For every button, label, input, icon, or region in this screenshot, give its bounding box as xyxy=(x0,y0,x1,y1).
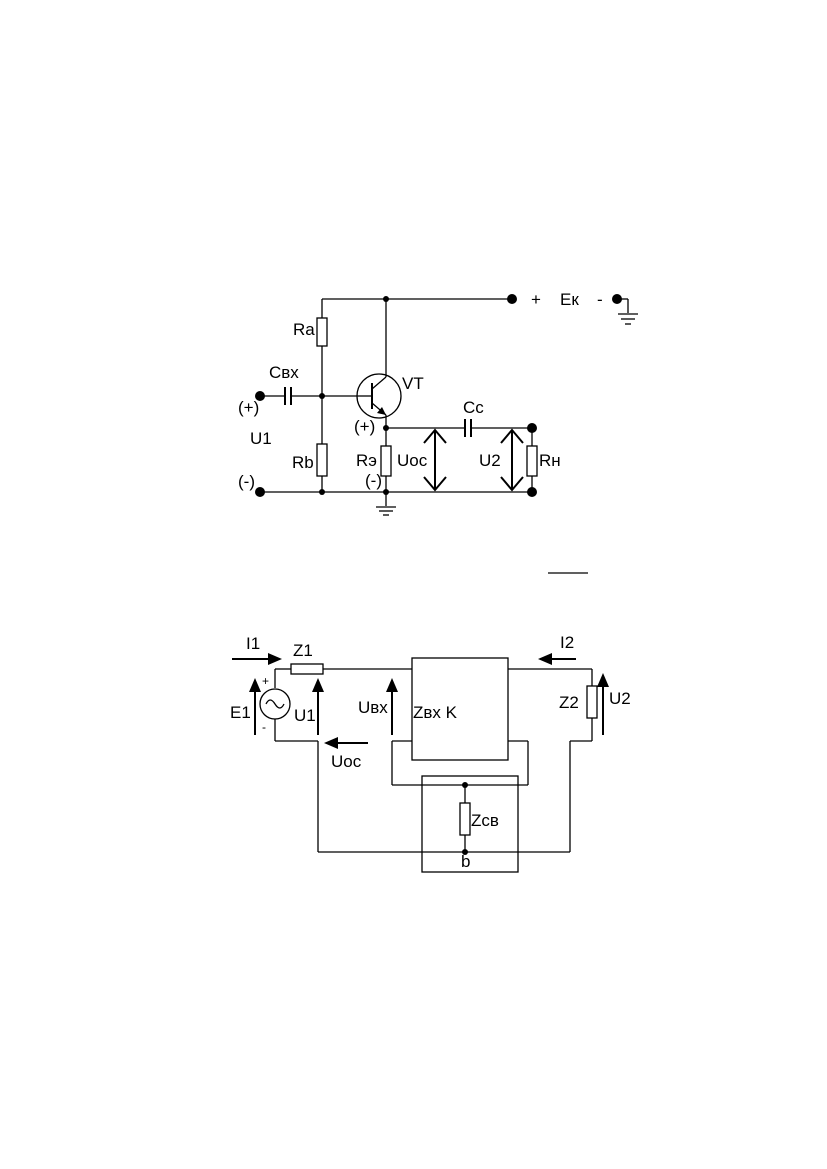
u-fb-label: Uoc xyxy=(397,451,428,470)
impedance-z1 xyxy=(290,663,324,675)
e1-arrow xyxy=(249,678,261,735)
u1-label: U1 xyxy=(294,706,316,725)
junction-dot xyxy=(383,489,389,495)
u-in-label: Uвх xyxy=(358,698,388,717)
vt-label: VT xyxy=(402,374,424,393)
resistor-rb xyxy=(316,443,328,477)
src-minus-label: - xyxy=(262,720,266,734)
supply-terminal-plus xyxy=(507,294,517,304)
transistor-vt-icon xyxy=(356,299,402,428)
z-fb-label: Zсв xyxy=(471,811,499,830)
rb-label: Rb xyxy=(292,453,314,472)
node-b-label: b xyxy=(461,852,470,871)
e1-label: E1 xyxy=(230,703,251,722)
emit-plus-label: (+) xyxy=(354,417,375,436)
in-minus-label: (-) xyxy=(238,472,255,491)
i1-label: I1 xyxy=(246,634,260,653)
u2-arrow xyxy=(597,673,609,735)
resistor-rload xyxy=(526,445,538,477)
amplifier-block xyxy=(411,657,509,761)
u-fb-double-arrow xyxy=(423,428,447,492)
i2-arrow xyxy=(538,653,576,665)
impedance-zfb xyxy=(459,802,471,836)
junction-dot xyxy=(319,393,325,399)
feedback-block-diagram: I1 Z1 + - E1 U1 Uвх xyxy=(230,633,631,873)
u1-label: U1 xyxy=(250,429,272,448)
z2-label: Z2 xyxy=(559,693,579,712)
re-label: Rэ xyxy=(356,451,377,470)
emit-minus-label: (-) xyxy=(365,471,382,490)
in-plus-label: (+) xyxy=(238,398,259,417)
u2-label: U2 xyxy=(609,689,631,708)
u1-arrow xyxy=(312,678,324,735)
u-in-arrow xyxy=(386,678,398,735)
z1-label: Z1 xyxy=(293,641,313,660)
u-fb-arrow xyxy=(324,737,368,749)
cc-label: Cc xyxy=(463,398,484,417)
i1-arrow xyxy=(232,653,282,665)
supply-minus-label: - xyxy=(597,290,603,309)
src-plus-label: + xyxy=(262,674,269,688)
block-label: Zвх K xyxy=(413,703,458,722)
resistor-re xyxy=(380,445,392,477)
u-fb-label: Uoc xyxy=(331,752,362,771)
output-terminal-minus xyxy=(527,487,537,497)
impedance-z2 xyxy=(586,685,598,719)
u2-double-arrow xyxy=(500,428,524,492)
resistor-ra xyxy=(316,317,328,347)
feedback-network-box xyxy=(421,775,519,873)
supply-plus-label: + xyxy=(531,290,541,309)
ground-icon xyxy=(618,313,638,325)
ground-icon xyxy=(376,506,396,516)
emitter-follower-circuit: + Eк - Ra Rb Cвх (+) U1 (-) xyxy=(238,290,638,516)
ac-source-icon xyxy=(259,688,291,720)
junction-dot xyxy=(319,489,325,495)
ra-label: Ra xyxy=(293,320,315,339)
u2-label: U2 xyxy=(479,451,501,470)
c-in-label: Cвх xyxy=(269,363,299,382)
rload-label: Rн xyxy=(539,451,561,470)
i2-label: I2 xyxy=(560,633,574,652)
supply-ek-label: Eк xyxy=(560,290,579,309)
